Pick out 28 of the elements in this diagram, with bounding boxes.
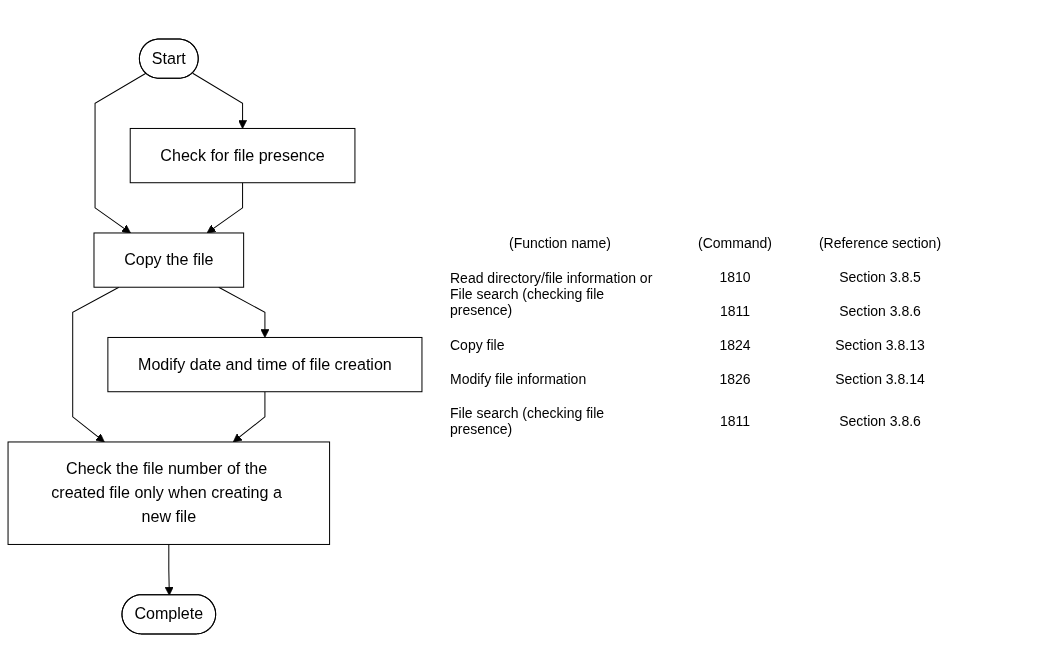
arrow bbox=[206, 181, 244, 233]
node-box: Check for file presence bbox=[129, 127, 356, 183]
table-text: Section 3.8.5 bbox=[838, 269, 922, 285]
arrow bbox=[232, 390, 266, 442]
table-text: Modify file information bbox=[450, 371, 588, 387]
arrow bbox=[192, 72, 247, 129]
table-text: Section 3.8.6 bbox=[838, 303, 922, 319]
table-text: 1811 bbox=[718, 303, 752, 319]
table-text: Section 3.8.13 bbox=[834, 337, 926, 353]
table-text: 1824 bbox=[718, 337, 752, 353]
arrow bbox=[72, 286, 120, 442]
column-header: (Reference section) bbox=[817, 235, 943, 251]
column-header: (Function name) bbox=[508, 235, 612, 251]
table-text: File search (checking file presence) bbox=[450, 405, 606, 437]
table-text: Read directory/file information or File search (checking file presence) bbox=[450, 270, 654, 318]
table-text: 1811 bbox=[718, 413, 752, 429]
table-text: Section 3.8.14 bbox=[834, 371, 926, 387]
node-box: Check the file number of the created file only when creating a new file bbox=[7, 441, 331, 545]
node-box: Modify date and time of file creation bbox=[107, 336, 423, 392]
table-text: Section 3.8.6 bbox=[838, 413, 922, 429]
table-text: 1826 bbox=[718, 371, 752, 387]
table-text: 1810 bbox=[718, 269, 752, 285]
arrow bbox=[218, 286, 270, 338]
arrow bbox=[94, 72, 147, 233]
arrow bbox=[164, 543, 174, 596]
node-box: Copy the file bbox=[93, 232, 245, 288]
table-text: Copy file bbox=[450, 337, 506, 353]
column-header: (Command) bbox=[697, 235, 773, 251]
